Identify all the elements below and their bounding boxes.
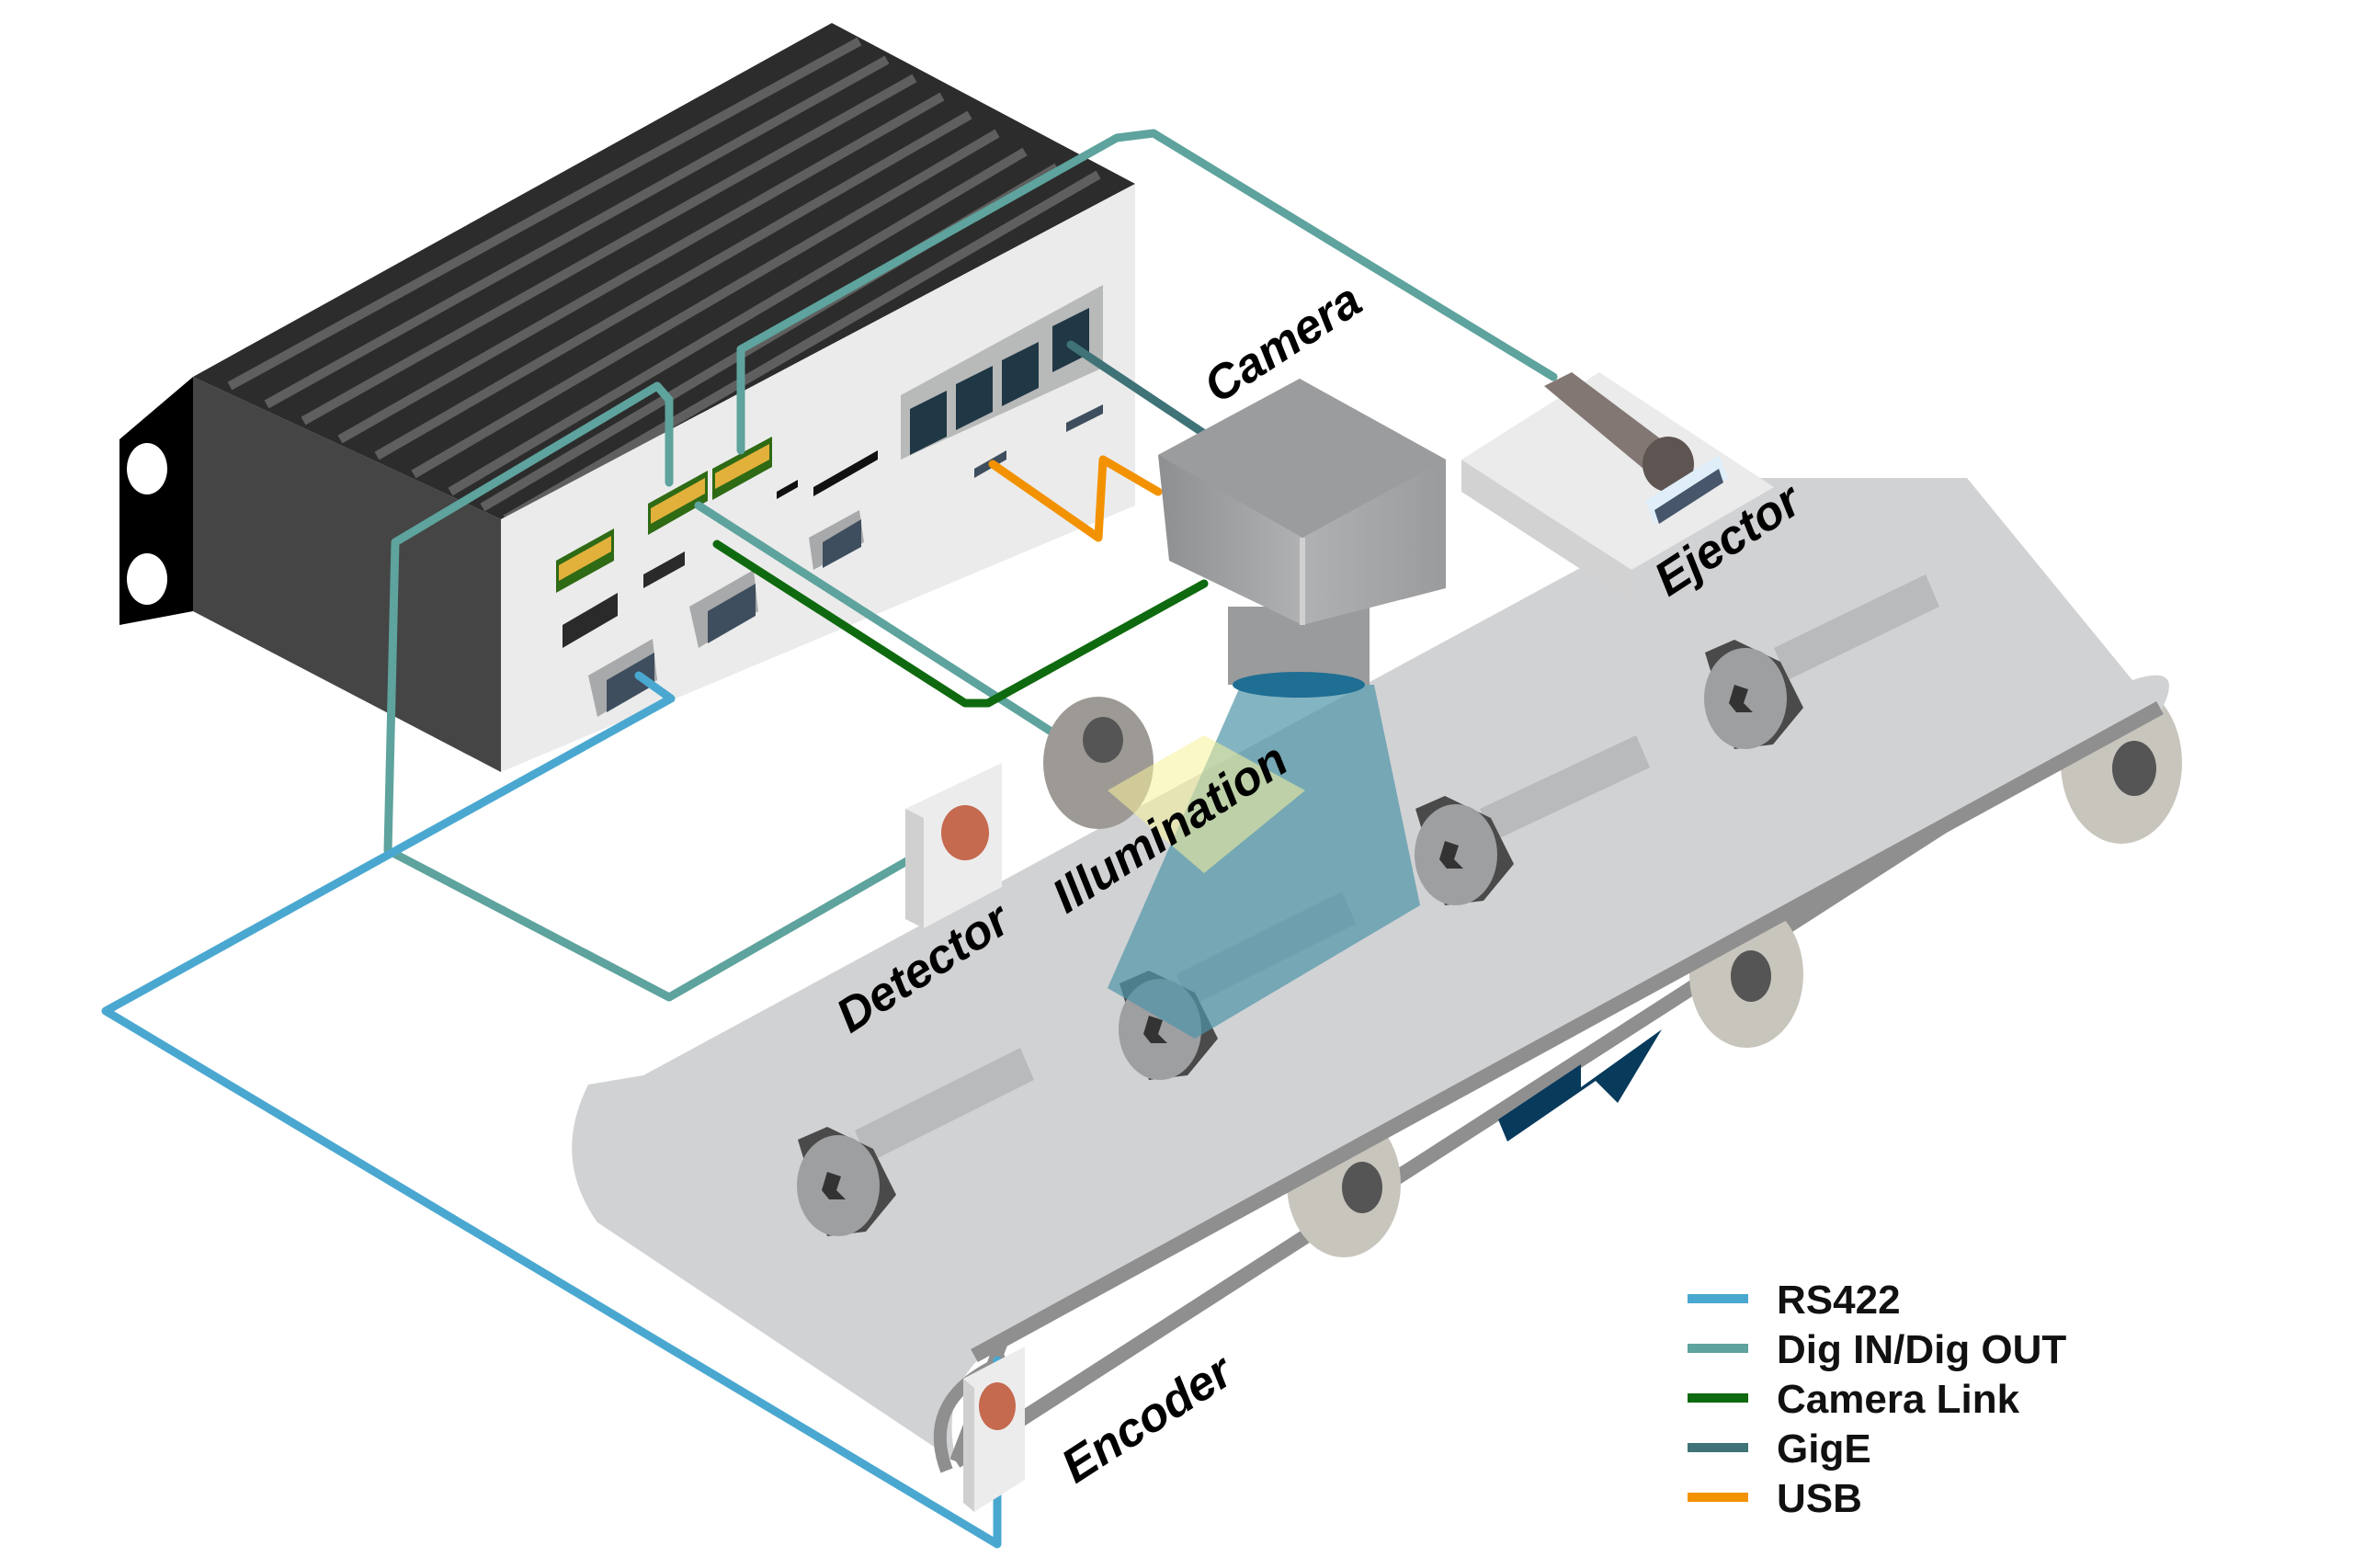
legend-label: RS422 xyxy=(1777,1278,1901,1323)
wire-usb xyxy=(988,455,1163,542)
gige-port xyxy=(1002,342,1039,406)
legend-swatch xyxy=(1688,1294,1748,1303)
bolt xyxy=(1704,574,1939,749)
legend-item: USB xyxy=(1688,1476,1862,1521)
bolt xyxy=(1415,735,1650,905)
gige-port xyxy=(1052,308,1089,372)
illumination-light xyxy=(1043,697,1305,873)
legend-swatch xyxy=(1688,1493,1748,1502)
legend-label: GigE xyxy=(1777,1426,1871,1471)
encoder-sensor xyxy=(963,1346,1025,1512)
legend-item: RS422 xyxy=(1688,1278,1901,1323)
gige-port xyxy=(956,366,993,430)
ejector xyxy=(1461,372,1774,602)
industrial-pc xyxy=(119,23,1135,772)
detector-sensor xyxy=(905,763,1002,928)
bolt xyxy=(797,1048,1034,1236)
legend-item: GigE xyxy=(1688,1426,1871,1471)
legend-label: Dig IN/Dig OUT xyxy=(1777,1327,2066,1372)
wire-camera-link xyxy=(712,540,1209,708)
gige-port xyxy=(910,391,947,455)
legend-item: Dig IN/Dig OUT xyxy=(1688,1327,2066,1372)
legend-swatch xyxy=(1688,1443,1748,1452)
legend-label: Camera Link xyxy=(1777,1377,2020,1422)
wire-gige xyxy=(1066,340,1213,441)
camera-field-of-view xyxy=(1108,685,1420,1039)
legend-item: Camera Link xyxy=(1688,1377,2020,1422)
legend-swatch xyxy=(1688,1393,1748,1403)
label-encoder: Encoder xyxy=(1052,1344,1244,1494)
camera xyxy=(1108,379,1446,1039)
direction-arrow-icon xyxy=(1498,1029,1662,1142)
wire-dig-detector xyxy=(383,381,915,1002)
legend-swatch xyxy=(1688,1344,1748,1353)
legend-label: USB xyxy=(1777,1476,1862,1521)
wire-dig-ejector xyxy=(736,129,1558,455)
